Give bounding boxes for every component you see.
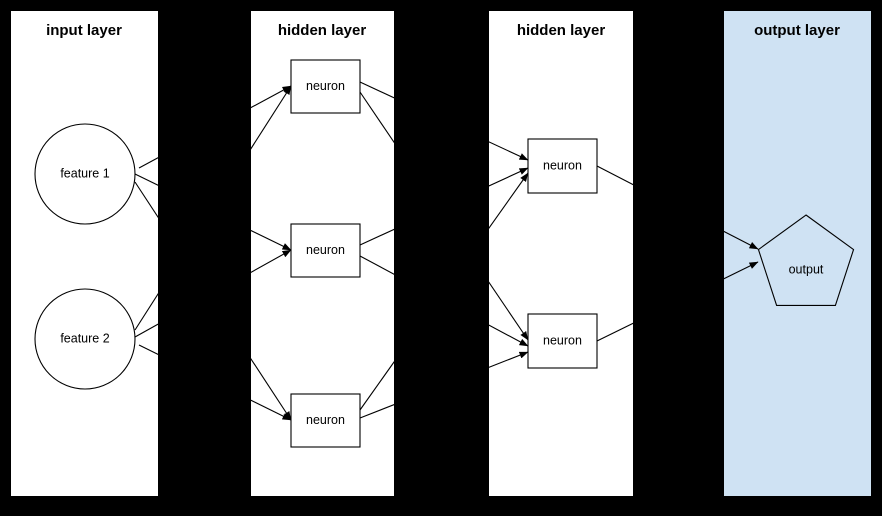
node-label-hidden-1-neuron-2: neuron [306, 243, 345, 257]
node-shape-hidden-1-neuron-2 [290, 223, 361, 278]
layer-panel-output-layer [724, 11, 871, 496]
layer-title-input-layer: input layer [46, 22, 122, 39]
connection-e-h1n2-h2n1 [359, 167, 529, 246]
connection-e-f2-h1n3 [138, 344, 292, 421]
layer-panel-group [11, 11, 871, 496]
node-shape-hidden-2-neuron-2 [527, 313, 598, 369]
layer-title-hidden-layer-1: hidden layer [278, 22, 367, 39]
connection-group [134, 81, 759, 421]
layer-panel-hidden-layer-1 [251, 11, 394, 496]
node-shape-feature-2 [34, 288, 136, 390]
connection-e-f1-h1n1 [138, 85, 292, 169]
connection-e-h1n3-h2n2 [359, 351, 529, 419]
node-shape-output-node [757, 214, 855, 307]
layer-panel-input-layer [11, 11, 158, 496]
layer-title-output-layer: output layer [754, 22, 840, 39]
node-shape-feature-1 [34, 123, 136, 225]
connection-e-f1-h1n3 [134, 181, 292, 421]
node-group: feature 1 feature 2 neuron neuron neuron neur… [34, 59, 855, 448]
connection-e-h2n1-out [596, 165, 759, 250]
connection-e-f2-h1n2 [134, 249, 292, 338]
connection-e-h1n1-h2n2 [359, 91, 529, 341]
node-label-hidden-2-neuron-2: neuron [543, 333, 582, 347]
node-label-hidden-1-neuron-3: neuron [306, 413, 345, 427]
connection-e-f2-h1n1 [134, 85, 292, 331]
node-shape-hidden-1-neuron-1 [290, 59, 361, 114]
node-label-output-node: output [789, 262, 824, 276]
node-label-hidden-1-neuron-1: neuron [306, 79, 345, 93]
connection-e-h1n1-h2n1 [359, 81, 529, 161]
node-shape-hidden-1-neuron-3 [290, 393, 361, 448]
connection-e-h1n2-h2n2 [359, 255, 529, 347]
node-label-hidden-2-neuron-1: neuron [543, 158, 582, 172]
layer-title-hidden-layer-2: hidden layer [517, 22, 606, 39]
connection-e-h2n2-out [596, 261, 759, 342]
layer-panel-hidden-layer-2 [489, 11, 633, 496]
node-shape-hidden-2-neuron-1 [527, 138, 598, 194]
connection-e-f1-h1n2 [134, 173, 292, 251]
connection-e-h1n3-h2n1 [359, 172, 529, 411]
node-label-feature-1: feature 1 [60, 166, 109, 180]
node-label-feature-2: feature 2 [60, 331, 109, 345]
layer-title-group: input layer hidden layer hidden layer outpu… [46, 22, 840, 39]
